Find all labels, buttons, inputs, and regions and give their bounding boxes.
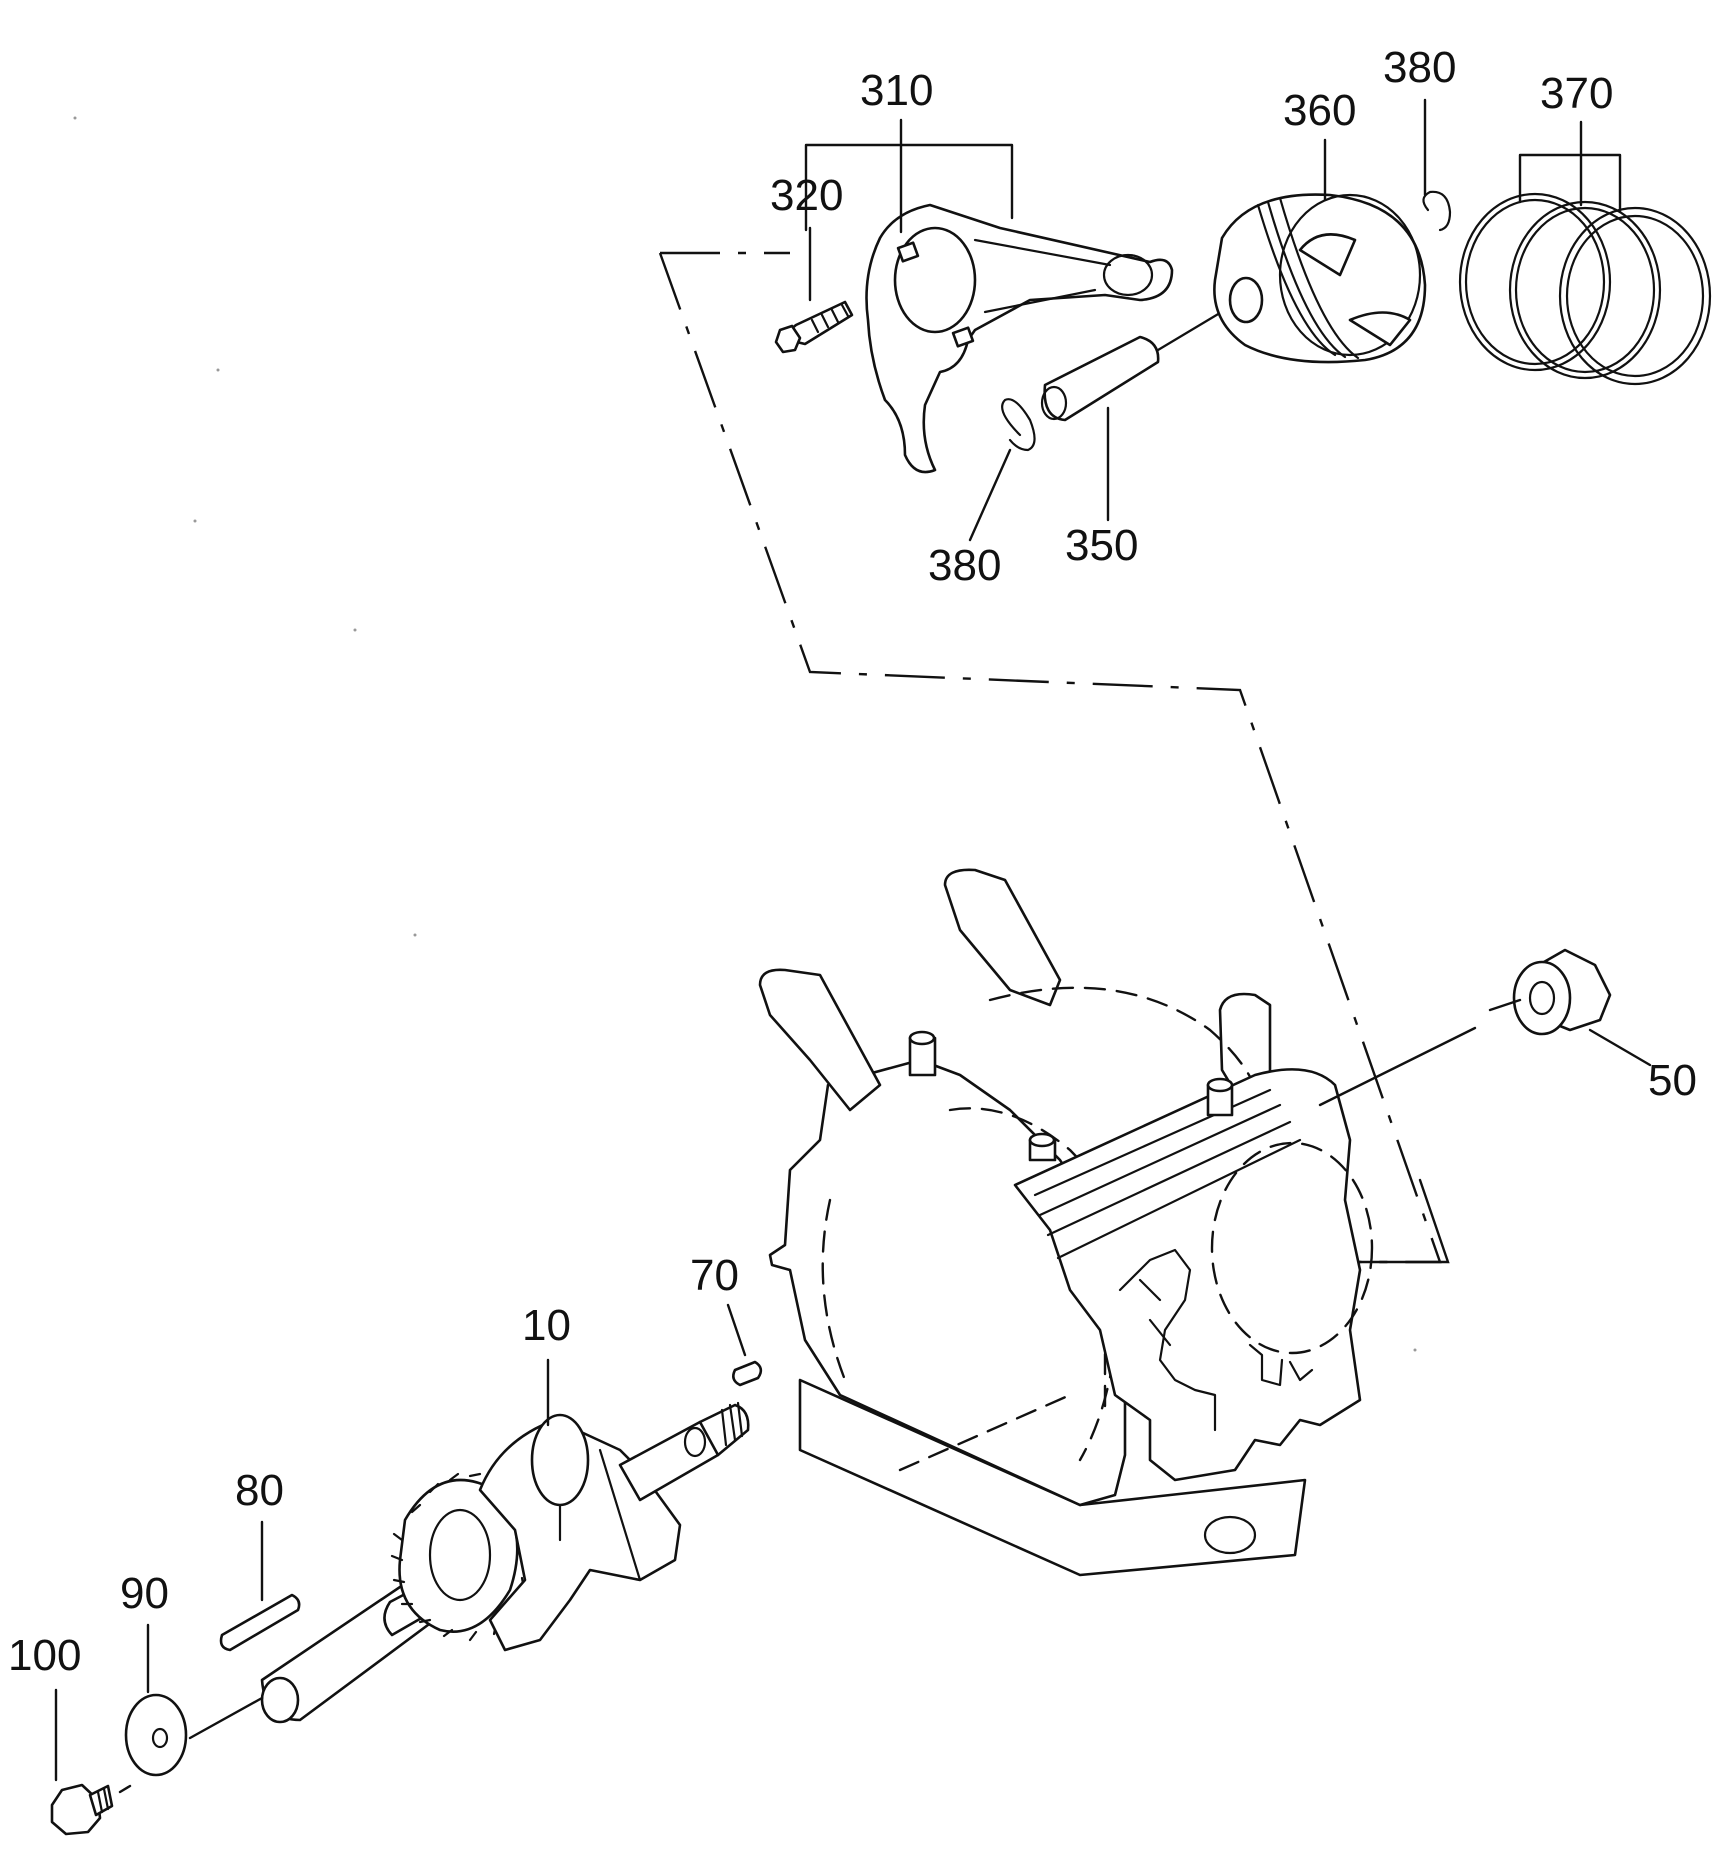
connecting-rod-bolt	[774, 300, 854, 354]
callout-10: 10	[522, 1301, 571, 1427]
svg-text:380: 380	[1383, 43, 1456, 92]
crankshaft-key	[732, 1360, 763, 1387]
svg-text:350: 350	[1065, 521, 1138, 570]
callout-310: 310	[804, 66, 1014, 234]
svg-text:80: 80	[235, 1466, 284, 1515]
callout-370: 370	[1518, 69, 1622, 214]
callout-50: 50	[1588, 1028, 1697, 1105]
scan-specks	[73, 116, 1417, 1352]
piston	[1213, 193, 1427, 364]
callout-360: 360	[1283, 86, 1356, 202]
callout-380-bottom: 380	[928, 448, 1012, 590]
flange-nut	[1318, 948, 1612, 1107]
callout-80: 80	[235, 1466, 284, 1602]
piston-pin-clip-lower	[1001, 398, 1036, 452]
connecting-rod	[865, 203, 1174, 474]
svg-text:10: 10	[522, 1301, 571, 1350]
svg-text:100: 100	[8, 1631, 81, 1680]
callout-90: 90	[120, 1569, 169, 1694]
hex-bolt	[50, 1783, 132, 1836]
svg-text:310: 310	[860, 66, 933, 115]
svg-text:380: 380	[928, 541, 1001, 590]
pto-shaft-key	[219, 1593, 301, 1652]
svg-text:370: 370	[1540, 69, 1613, 118]
callout-100: 100	[8, 1631, 81, 1782]
svg-text:320: 320	[770, 171, 843, 220]
washer	[124, 1693, 264, 1777]
callout-350: 350	[1065, 406, 1138, 570]
svg-text:360: 360	[1283, 86, 1356, 135]
callout-320: 320	[770, 171, 843, 302]
piston-rings	[1458, 192, 1712, 386]
piston-pin-clip-upper	[1422, 190, 1452, 232]
crankcase-cylinder-block	[758, 868, 1374, 1577]
svg-text:90: 90	[120, 1569, 169, 1618]
assembly-chain-line	[658, 251, 1442, 1264]
callout-380-top: 380	[1383, 43, 1456, 197]
callout-70: 70	[690, 1251, 747, 1357]
svg-text:50: 50	[1648, 1056, 1697, 1105]
svg-text:70: 70	[690, 1251, 739, 1300]
crankshaft	[260, 1401, 750, 1724]
